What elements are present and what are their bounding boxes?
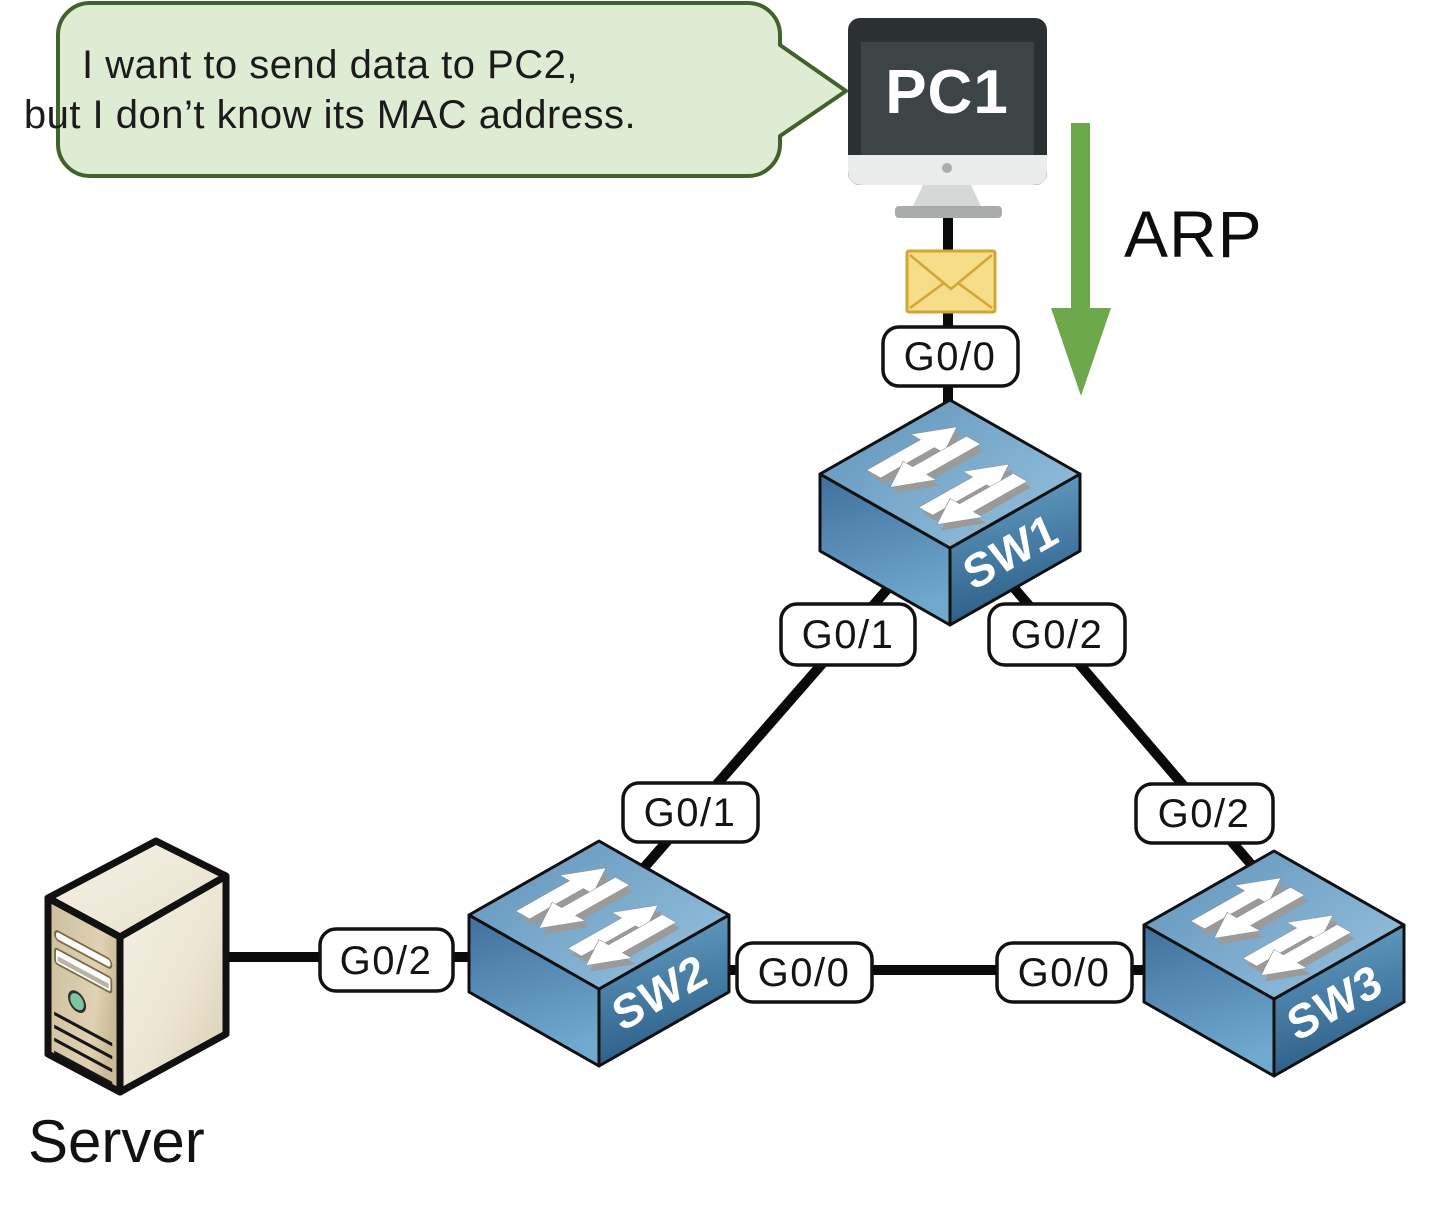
arp-indicator: ARP	[1051, 123, 1263, 396]
port-label-sw2-g00: G0/0	[735, 941, 874, 1004]
pc1-monitor-screen	[861, 42, 1034, 155]
speech-bubble-line1: I want to send data to PC2,	[82, 43, 578, 87]
server-power-button	[68, 990, 87, 1014]
server-label: Server	[28, 1108, 205, 1175]
port-label-text: G0/2	[340, 939, 433, 983]
port-label-server-g02: G0/2	[318, 927, 455, 993]
port-label-text: G0/0	[758, 951, 851, 995]
port-label-box	[318, 927, 455, 993]
port-label-text: G0/0	[1018, 951, 1111, 995]
port-label-box	[779, 602, 917, 667]
sw2-device: SW2	[469, 841, 729, 1066]
arp-arrow-down-icon	[1051, 123, 1111, 396]
speech-bubble: I want to send data to PC2, but I don’t …	[24, 1, 848, 178]
speech-bubble-shape	[56, 1, 848, 178]
sw3-device: SW3	[1144, 851, 1404, 1076]
port-label-box	[995, 941, 1134, 1004]
port-label-text: G0/1	[644, 791, 737, 835]
envelope-creases	[909, 281, 993, 310]
port-label-text: G0/0	[904, 335, 997, 379]
pc1-stand-neck	[913, 185, 981, 206]
port-label-pc1-g00: G0/0	[881, 325, 1020, 388]
sw1-device: SW1	[820, 400, 1080, 625]
port-label-sw3-g02: G0/2	[1134, 782, 1275, 845]
port-label-text: G0/2	[1158, 792, 1251, 836]
server-bay-slot	[57, 956, 109, 989]
pc1-label: PC1	[885, 58, 1009, 127]
port-label-sw3-g00: G0/0	[995, 941, 1134, 1004]
port-label-box	[735, 941, 874, 1004]
port-label-box	[987, 602, 1127, 667]
port-label-text: G0/2	[1011, 613, 1104, 657]
envelope-body	[905, 249, 997, 314]
port-label-box	[1134, 782, 1275, 845]
port-label-box	[881, 325, 1020, 388]
envelope-flap	[909, 254, 993, 291]
port-label-sw2-g01: G0/1	[621, 781, 760, 844]
server-vents	[54, 1011, 113, 1086]
pc1-chin-dot	[942, 163, 952, 173]
pc1-stand-base	[895, 206, 1002, 218]
port-labels: G0/0 G0/1 G0/2 G0/1 G0/2 G0/2 G0/0 G0/0	[318, 325, 1275, 1004]
port-label-box	[621, 781, 760, 844]
pc1-device: PC1	[848, 18, 1047, 218]
server-device: Server	[28, 837, 230, 1175]
packet-envelope-icon	[905, 249, 997, 314]
arp-label: ARP	[1124, 197, 1263, 271]
server-front-details	[54, 930, 113, 1086]
server-drive-bay	[54, 930, 113, 969]
port-label-sw1-g01: G0/1	[779, 602, 917, 667]
port-label-text: G0/1	[802, 613, 895, 657]
speech-bubble-line2: but I don’t know its MAC address.	[24, 93, 636, 137]
port-label-sw1-g02: G0/2	[987, 602, 1127, 667]
server-front-face	[44, 894, 124, 1096]
